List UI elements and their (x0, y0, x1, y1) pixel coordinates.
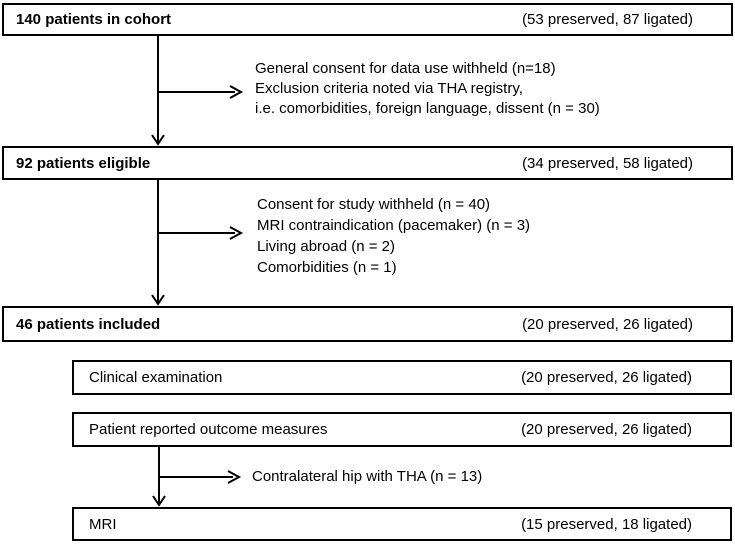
exclusion-line: i.e. comorbidities, foreign language, di… (255, 100, 600, 117)
right-arrowhead-icon (227, 470, 242, 484)
box-label: 46 patients included (16, 315, 161, 333)
connector-eligible-to-included (151, 180, 244, 306)
connector-cohort-to-eligible (151, 36, 244, 146)
exclusion-line: Exclusion criteria noted via THA registr… (255, 80, 523, 97)
box-count: (20 preserved, 26 ligated) (521, 369, 692, 386)
exclusion-line: General consent for data use withheld (n… (255, 60, 556, 77)
box-label: MRI (89, 515, 117, 533)
exclusion-line: Living abroad (n = 2) (257, 238, 396, 255)
exclusion-note-1: General consent for data use withheld (n… (255, 59, 600, 119)
connector-proms-to-mri (152, 447, 242, 507)
exclusion-line: Consent for study withheld (n = 40) (257, 196, 491, 213)
exclusion-note-3: Contralateral hip with THA (n = 13) (252, 467, 482, 487)
box-count: (53 preserved, 87 ligated) (522, 11, 693, 28)
box-label: Clinical examination (89, 369, 223, 386)
flow-box-cohort: 140 patients in cohort (53 preserved, 87… (2, 3, 733, 36)
right-arrowhead-icon (229, 85, 244, 99)
box-count: (20 preserved, 26 ligated) (522, 315, 693, 333)
exclusion-note-2: Consent for study withheld (n = 40) MRI … (257, 194, 530, 278)
down-arrowhead-icon (152, 495, 166, 507)
exclusion-line: Comorbidities (n = 1) (257, 259, 397, 276)
flow-box-clinical-examination: Clinical examination (20 preserved, 26 l… (72, 360, 732, 395)
flow-box-mri: MRI (15 preserved, 18 ligated) (72, 507, 732, 541)
box-label: Patient reported outcome measures (89, 421, 328, 438)
flow-box-eligible: 92 patients eligible (34 preserved, 58 l… (2, 146, 733, 180)
box-count: (20 preserved, 26 ligated) (521, 421, 692, 438)
down-arrowhead-icon (151, 134, 165, 146)
exclusion-line: MRI contraindication (pacemaker) (n = 3) (257, 217, 531, 234)
flow-box-included: 46 patients included (20 preserved, 26 l… (2, 306, 733, 342)
down-arrowhead-icon (151, 294, 165, 306)
flow-box-patient-reported-outcomes: Patient reported outcome measures (20 pr… (72, 412, 732, 447)
box-count: (34 preserved, 58 ligated) (522, 154, 693, 172)
exclusion-line: Contralateral hip with THA (n = 13) (252, 468, 483, 485)
box-count: (15 preserved, 18 ligated) (521, 515, 692, 533)
right-arrowhead-icon (229, 226, 244, 240)
box-label: 140 patients in cohort (16, 11, 172, 28)
box-label: 92 patients eligible (16, 154, 151, 172)
